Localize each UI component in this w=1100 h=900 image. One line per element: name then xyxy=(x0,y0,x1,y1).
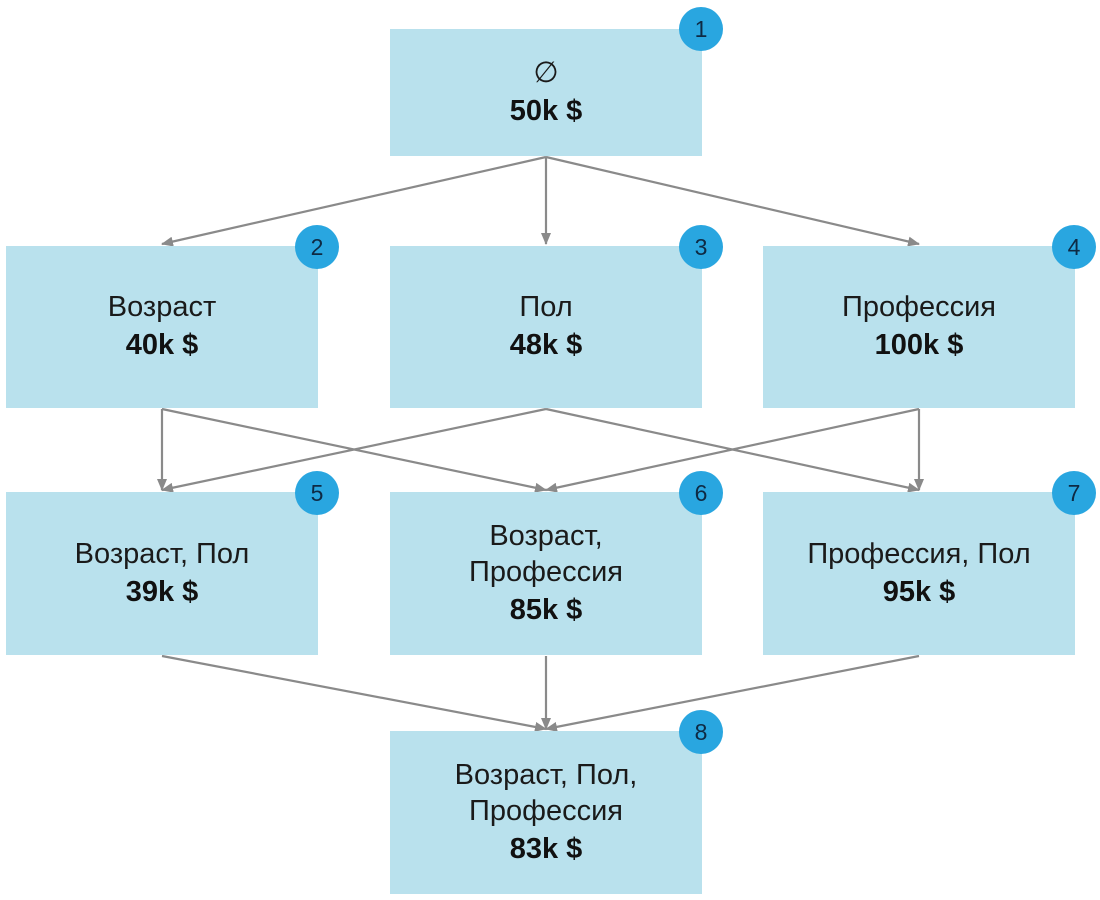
node-3-label: Пол xyxy=(519,291,573,323)
edge-4-to-6 xyxy=(545,407,920,493)
node-8-value: 83k $ xyxy=(509,832,583,865)
node-6: Возраст, Профессия 85k $ xyxy=(390,492,702,655)
node-8: Возраст, Пол, Профессия 83k $ xyxy=(390,731,702,894)
node-3-number-badge: 3 xyxy=(679,225,723,269)
node-2-label: Возраст xyxy=(107,291,217,323)
node-4-label: Профессия xyxy=(842,291,996,323)
node-8-number-badge: 8 xyxy=(679,710,723,754)
edge-7-to-8 xyxy=(545,654,920,732)
node-1-value: 50k $ xyxy=(509,94,583,127)
node-2-value: 40k $ xyxy=(125,329,199,361)
node-1-label: ∅ xyxy=(533,56,559,89)
edge-1-to-4 xyxy=(545,155,920,247)
edge-3-to-5 xyxy=(161,407,547,493)
node-2: Возраст 40k $ xyxy=(6,246,318,408)
node-4-value: 100k $ xyxy=(874,329,964,361)
node-5: Возраст, Пол 39k $ xyxy=(6,492,318,655)
edge-1-to-2 xyxy=(161,155,547,247)
node-2-number-badge: 2 xyxy=(295,225,339,269)
node-6-value: 85k $ xyxy=(509,593,583,626)
node-6-label: Возраст, Профессия xyxy=(469,519,623,588)
node-1: ∅ 50k $ xyxy=(390,29,702,156)
node-8-label: Возраст, Пол, Профессия xyxy=(454,758,638,827)
edge-5-to-8 xyxy=(161,654,547,732)
node-4: Профессия 100k $ xyxy=(763,246,1075,408)
node-3: Пол 48k $ xyxy=(390,246,702,408)
node-7-value: 95k $ xyxy=(882,575,956,608)
node-7-label: Профессия, Пол xyxy=(807,537,1031,570)
node-4-number-badge: 4 xyxy=(1052,225,1096,269)
node-7-number-badge: 7 xyxy=(1052,471,1096,515)
node-5-label: Возраст, Пол xyxy=(74,537,250,570)
node-5-number-badge: 5 xyxy=(295,471,339,515)
node-5-value: 39k $ xyxy=(125,575,199,608)
node-1-number-badge: 1 xyxy=(679,7,723,51)
node-6-number-badge: 6 xyxy=(679,471,723,515)
node-3-value: 48k $ xyxy=(509,329,583,361)
node-7: Профессия, Пол 95k $ xyxy=(763,492,1075,655)
